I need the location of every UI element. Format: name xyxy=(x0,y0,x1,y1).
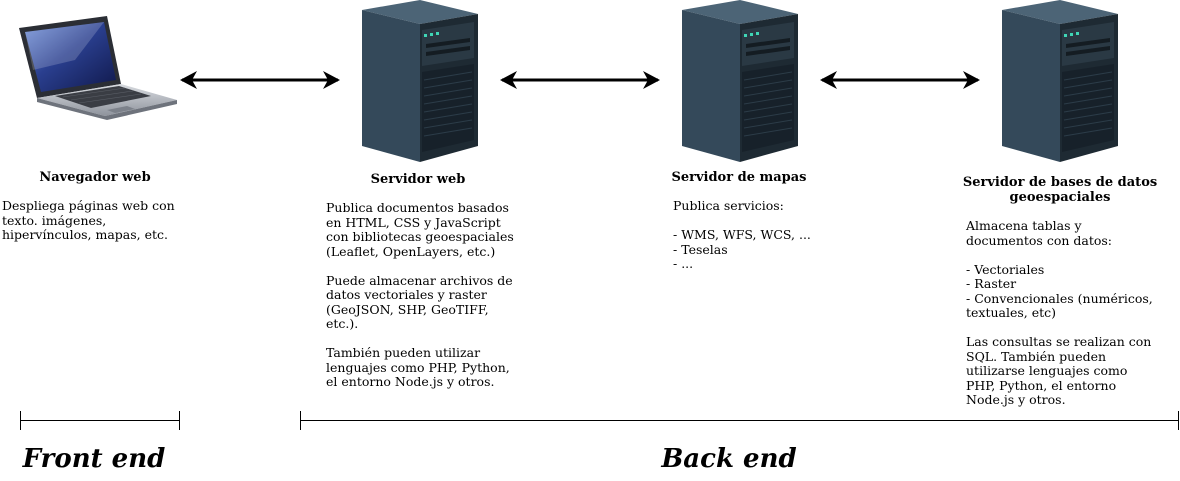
description-line: datos vectoriales y raster xyxy=(326,287,487,302)
description-line: - Raster xyxy=(966,276,1017,291)
description-line: Despliega páginas web con xyxy=(2,198,175,213)
back-end-bracket xyxy=(300,411,1179,430)
description-line: Publica documentos basados xyxy=(326,200,509,215)
db-server-title: Servidor de bases de datos geoespaciales xyxy=(962,175,1158,205)
map-server-title: Servidor de mapas xyxy=(671,170,807,185)
browser-title: Navegador web xyxy=(39,170,151,185)
description-line: en HTML, CSS y JavaScript xyxy=(326,214,501,230)
description-line: - ... xyxy=(673,256,694,271)
description-line: - WMS, WFS, WCS, ... xyxy=(673,227,811,242)
back-end-label: Back end xyxy=(661,444,797,474)
description-line: con bibliotecas geoespaciales xyxy=(326,229,514,244)
map-server-description: Publica servicios:- WMS, WFS, WCS, ...- … xyxy=(673,198,843,272)
description-line: Node.js y otros. xyxy=(966,392,1066,407)
description-line: - Teselas xyxy=(673,241,728,257)
description-line: documentos con datos: xyxy=(966,232,1112,248)
map-server-icon xyxy=(682,0,798,162)
description-line: Almacena tablas y xyxy=(966,218,1082,233)
description-line: utilizarse lenguajes como xyxy=(966,363,1128,378)
laptop-icon xyxy=(19,16,177,120)
description-paragraph: - WMS, WFS, WCS, ...- Teselas- ... xyxy=(673,227,843,272)
description-line: También pueden utilizar xyxy=(326,345,481,360)
front-end-bracket xyxy=(20,411,180,430)
description-line: texto. imágenes, xyxy=(2,212,107,228)
description-line: Las consultas se realizan con xyxy=(966,334,1152,349)
description-line: (Leaflet, OpenLayers, etc.) xyxy=(326,243,496,259)
description-line: etc.). xyxy=(326,316,359,331)
description-line: hipervínculos, mapas, etc. xyxy=(2,227,168,242)
web-server-icon xyxy=(362,0,478,162)
description-line: Publica servicios: xyxy=(673,198,784,213)
description-line: Puede almacenar archivos de xyxy=(326,272,513,288)
description-line: - Convencionales (numéricos, xyxy=(966,290,1153,306)
arrow-mapserver-dbserver xyxy=(820,71,980,89)
description-paragraph: - Vectoriales- Raster- Convencionales (n… xyxy=(966,261,1166,321)
arrow-browser-webserver xyxy=(180,71,340,89)
description-line: lenguajes como PHP, Python, xyxy=(326,359,510,375)
arrow-webserver-mapserver xyxy=(500,71,660,89)
description-line: el entorno Node.js y otros. xyxy=(326,374,495,389)
description-line: (GeoJSON, SHP, GeoTIFF, xyxy=(326,301,489,317)
description-line: - Vectoriales xyxy=(966,261,1045,277)
front-end-label: Front end xyxy=(22,444,166,474)
description-paragraph: Publica servicios: xyxy=(673,198,843,214)
description-line: PHP, Python, el entorno xyxy=(966,377,1117,393)
web-server-title: Servidor web xyxy=(370,172,466,187)
description-line: SQL. También pueden xyxy=(966,348,1107,364)
description-line: textuales, etc) xyxy=(966,305,1057,320)
db-server-icon xyxy=(1002,0,1118,162)
